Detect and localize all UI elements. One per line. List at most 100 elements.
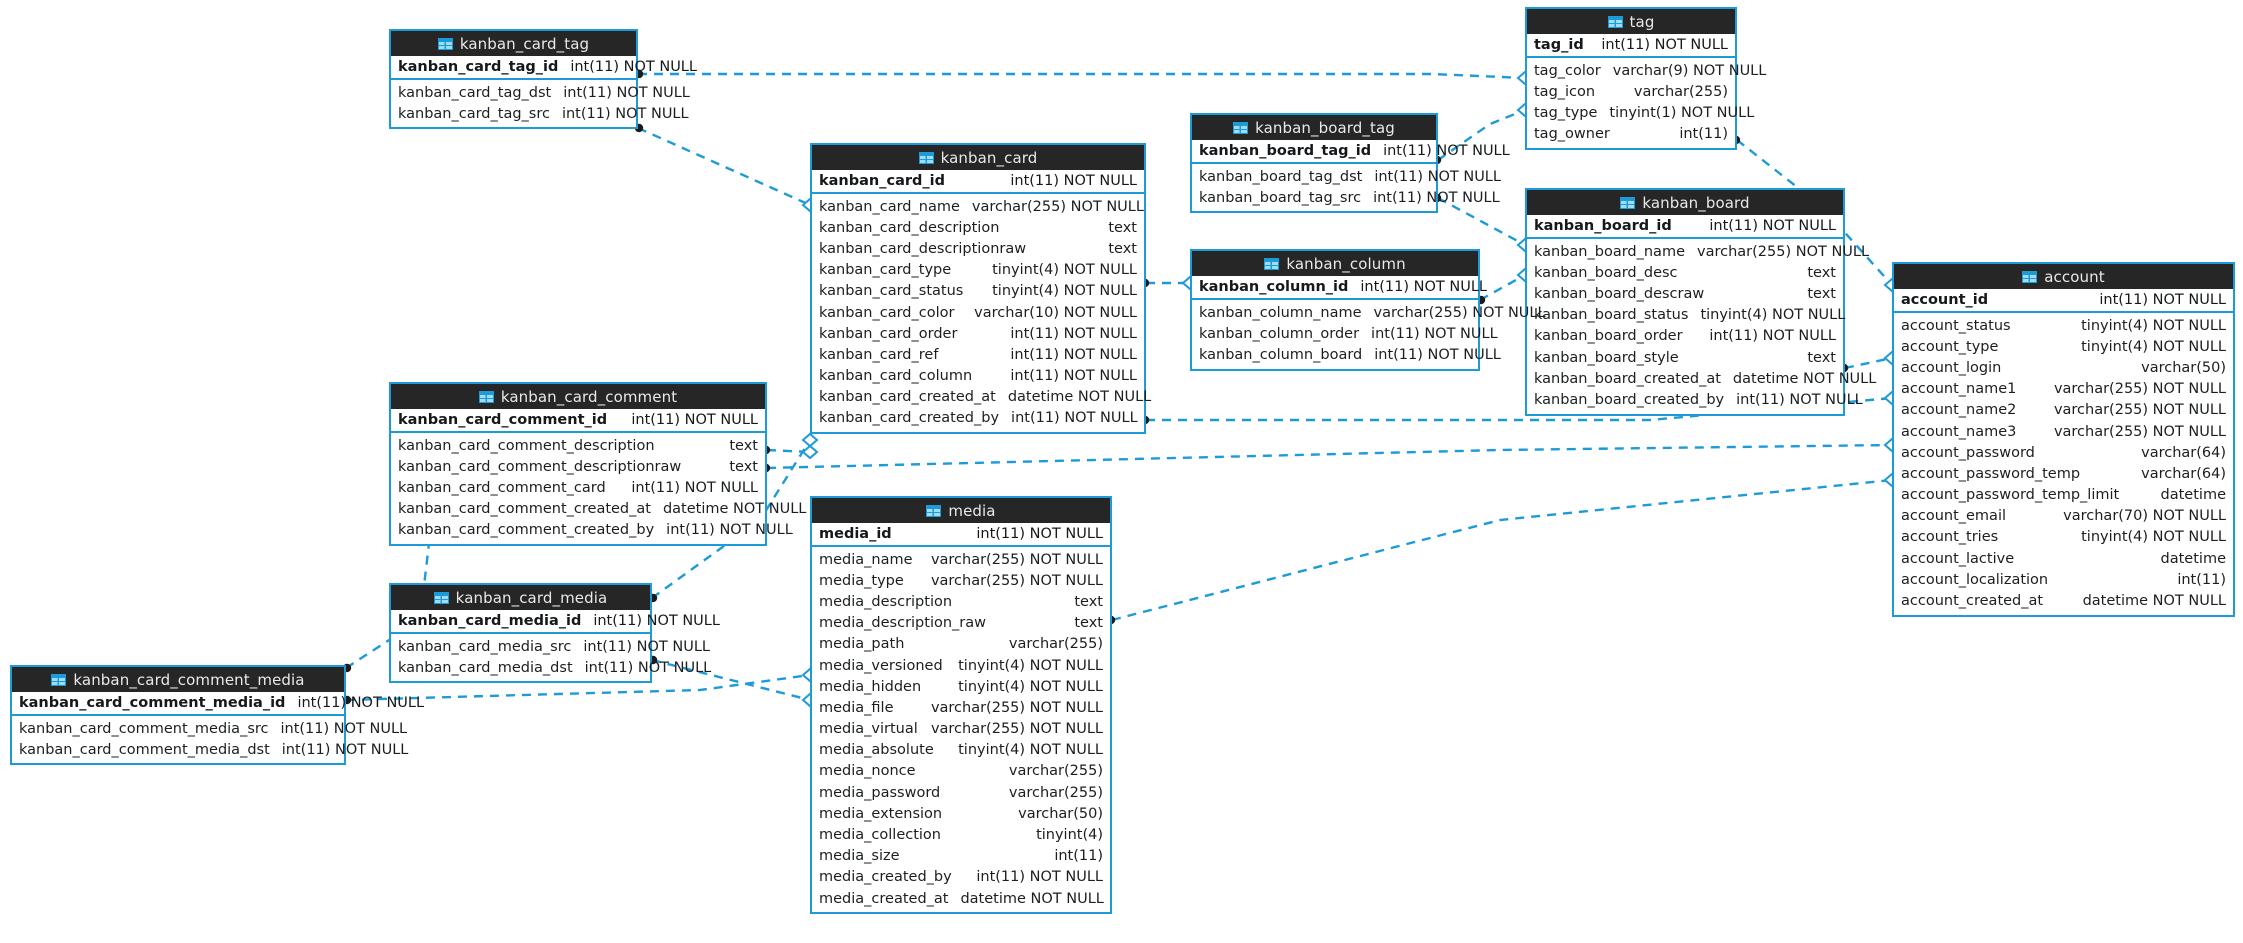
primary-key-row[interactable]: kanban_board_id int(11) NOT NULL bbox=[1527, 215, 1843, 239]
column-row[interactable]: tag_color varchar(9) NOT NULL bbox=[1527, 60, 1766, 81]
table-kanban_board_tag[interactable]: kanban_board_tag kanban_board_tag_id int… bbox=[1190, 113, 1510, 214]
primary-key-row[interactable]: media_id int(11) NOT NULL bbox=[812, 523, 1110, 547]
table-kanban_card_media[interactable]: kanban_card_media kanban_card_media_id i… bbox=[389, 583, 720, 684]
primary-key-row[interactable]: kanban_card_id int(11) NOT NULL bbox=[812, 170, 1144, 194]
column-name: account_id bbox=[1901, 292, 1989, 308]
column-row[interactable]: tag_icon varchar(255) bbox=[1527, 81, 1735, 102]
table-kanban_card_comment_media[interactable]: kanban_card_comment_media kanban_card_co… bbox=[10, 665, 424, 766]
column-row[interactable]: kanban_card_tag_src int(11) NOT NULL bbox=[391, 103, 689, 124]
primary-key-row[interactable]: account_id int(11) NOT NULL bbox=[1894, 289, 2233, 313]
column-type: varchar(255) NOT NULL bbox=[2053, 381, 2226, 398]
column-row[interactable]: kanban_board_tag_src int(11) NOT NULL bbox=[1192, 187, 1500, 208]
column-row[interactable]: tag_type tinyint(1) NOT NULL bbox=[1527, 102, 1754, 123]
column-type: tinyint(4) NOT NULL bbox=[958, 742, 1103, 759]
table-tag[interactable]: tag tag_id int(11) NOT NULL tag_color va… bbox=[1525, 7, 1766, 150]
table-kanban_column[interactable]: kanban_column kanban_column_id int(11) N… bbox=[1190, 249, 1546, 371]
table-kanban_card_comment[interactable]: kanban_card_comment kanban_card_comment_… bbox=[389, 382, 806, 546]
column-name: kanban_board_name bbox=[1534, 243, 1685, 260]
table-media[interactable]: media media_id int(11) NOT NULL media_na… bbox=[810, 496, 1112, 915]
table-kanban_board[interactable]: kanban_board kanban_board_id int(11) NOT… bbox=[1525, 188, 1876, 416]
primary-key-row[interactable]: kanban_card_comment_media_id int(11) NOT… bbox=[12, 692, 424, 716]
column-row[interactable]: tag_owner int(11) bbox=[1527, 124, 1735, 145]
primary-key-row[interactable]: kanban_card_comment_id int(11) NOT NULL bbox=[391, 409, 765, 433]
primary-key-row[interactable]: kanban_card_tag_id int(11) NOT NULL bbox=[391, 56, 697, 80]
table-kanban_card_tag[interactable]: kanban_card_tag kanban_card_tag_id int(1… bbox=[389, 29, 697, 130]
primary-key-row[interactable]: tag_id int(11) NOT NULL bbox=[1527, 34, 1735, 58]
column-type: varchar(255) NOT NULL bbox=[930, 721, 1103, 738]
column-row[interactable]: kanban_board_tag_dst int(11) NOT NULL bbox=[1192, 166, 1501, 187]
primary-key-row[interactable]: kanban_column_id int(11) NOT NULL bbox=[1192, 276, 1487, 300]
primary-key-row[interactable]: kanban_card_media_id int(11) NOT NULL bbox=[391, 610, 720, 634]
column-row[interactable]: kanban_card_tag_dst int(11) NOT NULL bbox=[391, 82, 690, 103]
column-type: int(11) NOT NULL bbox=[1371, 325, 1498, 342]
primary-key-row[interactable]: kanban_board_tag_id int(11) NOT NULL bbox=[1192, 140, 1510, 164]
table-account[interactable]: account account_id int(11) NOT NULL acco… bbox=[1892, 262, 2235, 617]
table-kanban_card[interactable]: kanban_card kanban_card_id int(11) NOT N… bbox=[810, 143, 1151, 435]
column-name: media_password bbox=[819, 784, 941, 801]
